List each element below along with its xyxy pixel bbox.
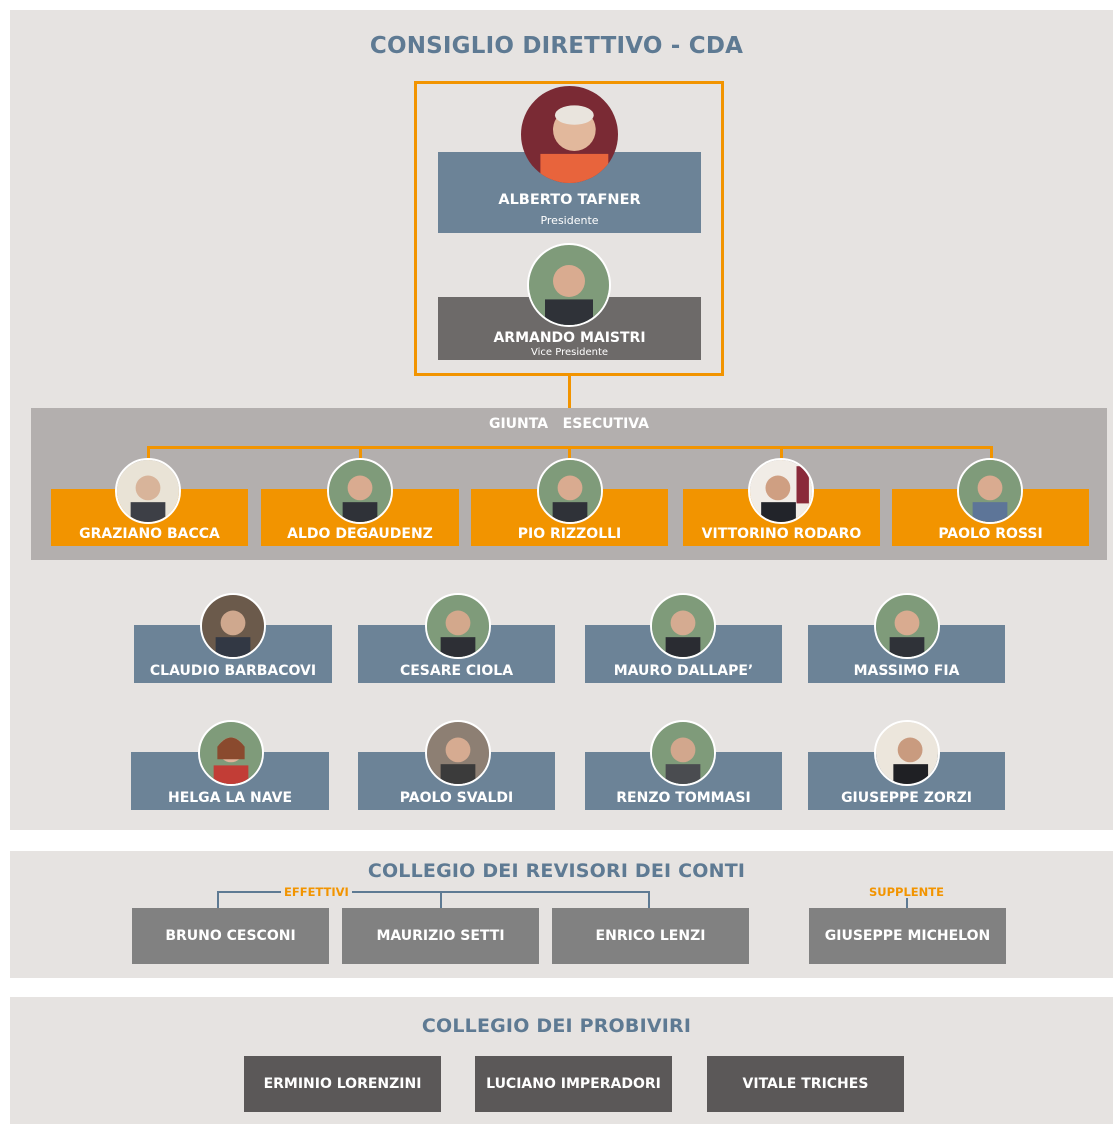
presidente-photo xyxy=(521,86,618,183)
giunta-photo xyxy=(115,458,181,524)
cda-title: CONSIGLIO DIRETTIVO - CDA xyxy=(369,33,744,59)
giunta-drop-2 xyxy=(359,446,362,462)
presidente-role: Presidente xyxy=(540,214,599,227)
giunta-member-name: PAOLO ROSSI xyxy=(938,526,1043,542)
consigliere-photo xyxy=(198,720,264,786)
giunta-photo xyxy=(537,458,603,524)
consigliere-name: CESARE CIOLA xyxy=(399,663,514,679)
vice-photo xyxy=(527,243,611,327)
revisore-effettivo-card: BRUNO CESCONI xyxy=(132,908,329,964)
probiviri-title: COLLEGIO DEI PROBIVIRI xyxy=(421,1015,692,1037)
giunta-drop-1 xyxy=(147,446,150,462)
consigliere-card: MAURO DALLAPE’ xyxy=(585,625,782,683)
consigliere-photo xyxy=(650,720,716,786)
consigliere-name: HELGA LA NAVE xyxy=(167,790,293,806)
giunta-member-name: PIO RIZZOLLI xyxy=(517,526,622,542)
vice-role: Vice Presidente xyxy=(530,347,609,358)
giunta-title: GIUNTA ESECUTIVA xyxy=(488,416,650,432)
probiviro-card: VITALE TRICHES xyxy=(707,1056,904,1112)
effettivi-label: EFFETTIVI xyxy=(281,885,352,899)
giunta-drop-4 xyxy=(780,446,783,462)
giunta-member-name: VITTORINO RODARO xyxy=(701,526,862,542)
presidenza-frame xyxy=(414,81,724,376)
consigliere-photo xyxy=(425,593,491,659)
revisore-effettivo-card: ENRICO LENZI xyxy=(552,908,749,964)
revisore-effettivo-card: MAURIZIO SETTI xyxy=(342,908,539,964)
effettivi-drop-3 xyxy=(648,891,650,908)
giunta-photo xyxy=(327,458,393,524)
giunta-photo xyxy=(748,458,814,524)
consigliere-photo xyxy=(874,720,940,786)
consigliere-photo xyxy=(874,593,940,659)
consigliere-photo xyxy=(650,593,716,659)
probiviro-card: ERMINIO LORENZINI xyxy=(244,1056,441,1112)
consigliere-name: CLAUDIO BARBACOVI xyxy=(149,663,317,679)
revisore-supplente-card: GIUSEPPE MICHELON xyxy=(809,908,1006,964)
consigliere-photo xyxy=(200,593,266,659)
effettivi-drop-1 xyxy=(217,891,219,908)
supplente-drop xyxy=(906,898,908,908)
supplente-label: SUPPLENTE xyxy=(869,885,944,899)
revisori-title: COLLEGIO DEI REVISORI DEI CONTI xyxy=(367,860,746,882)
giunta-drop-3 xyxy=(568,446,571,462)
giunta-member-name: ALDO DEGAUDENZ xyxy=(287,526,433,542)
consigliere-photo xyxy=(425,720,491,786)
consigliere-name: MASSIMO FIA xyxy=(853,663,960,679)
vice-name: ARMANDO MAISTRI xyxy=(493,330,646,346)
connector-cda-giunta xyxy=(568,376,571,409)
effettivi-drop-2 xyxy=(440,891,442,908)
consigliere-name: PAOLO SVALDI xyxy=(399,790,514,806)
consigliere-name: GIUSEPPE ZORZI xyxy=(841,790,972,806)
presidente-name: ALBERTO TAFNER xyxy=(498,192,641,208)
giunta-photo xyxy=(957,458,1023,524)
probiviro-card: LUCIANO IMPERADORI xyxy=(475,1056,672,1112)
giunta-drop-5 xyxy=(990,446,993,462)
consigliere-name: MAURO DALLAPE’ xyxy=(613,663,754,679)
giunta-member-name: GRAZIANO BACCA xyxy=(79,526,220,542)
effettivi-line xyxy=(217,891,650,893)
consigliere-name: RENZO TOMMASI xyxy=(616,790,751,806)
